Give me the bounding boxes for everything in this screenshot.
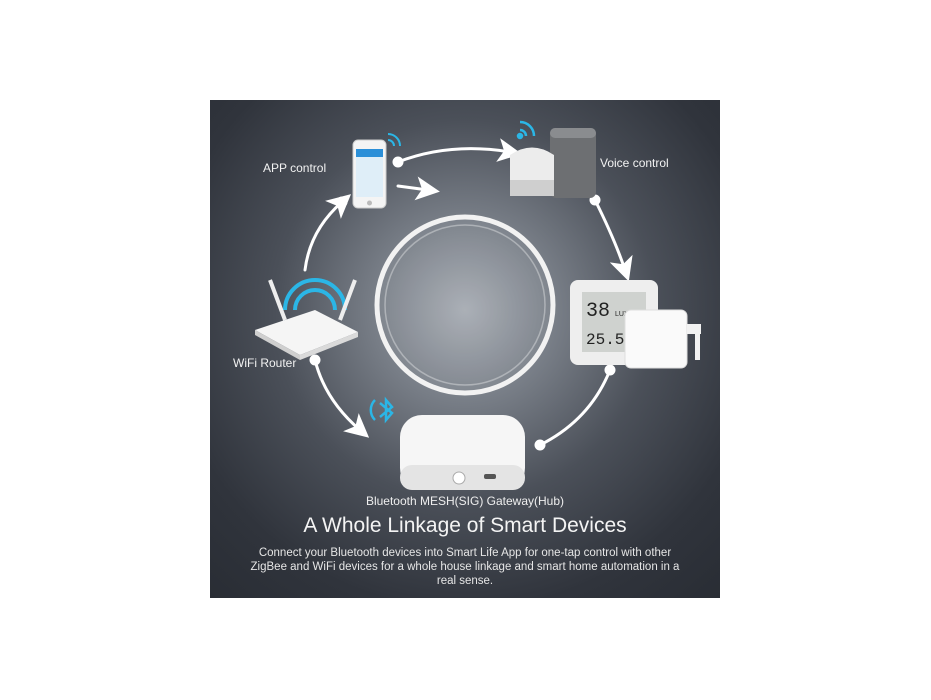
sensor-value-top: 38 <box>586 300 610 323</box>
linkage-cycle: 38 LUX 25.5 <box>255 120 701 490</box>
phone-icon <box>352 139 387 209</box>
cycle-arrows <box>303 138 633 451</box>
gateway-hub-label: Bluetooth MESH(SIG) Gateway(Hub) <box>365 494 565 508</box>
bluetooth-icon <box>369 396 394 424</box>
voice-control-label: Voice control <box>600 156 669 170</box>
center-ring <box>374 214 556 396</box>
product-diagram: 38 LUX 25.5 APP <box>210 100 720 598</box>
switch-bot-icon <box>624 309 701 369</box>
gateway-hub-icon <box>400 415 525 490</box>
wifi-icon <box>516 120 536 140</box>
sensor-value-bottom: 25.5 <box>586 331 624 349</box>
sensor-unit: LUX <box>615 311 629 318</box>
wifi-router-icon <box>255 278 358 360</box>
smart-speaker-icon <box>510 128 596 198</box>
app-control-label: APP control <box>263 161 327 175</box>
description: Connect your Bluetooth devices into Smar… <box>250 547 680 587</box>
wifi-icon <box>387 133 401 147</box>
headline: A Whole Linkage of Smart Devices <box>303 514 627 537</box>
wifi-router-label: WiFi Router <box>233 356 297 370</box>
